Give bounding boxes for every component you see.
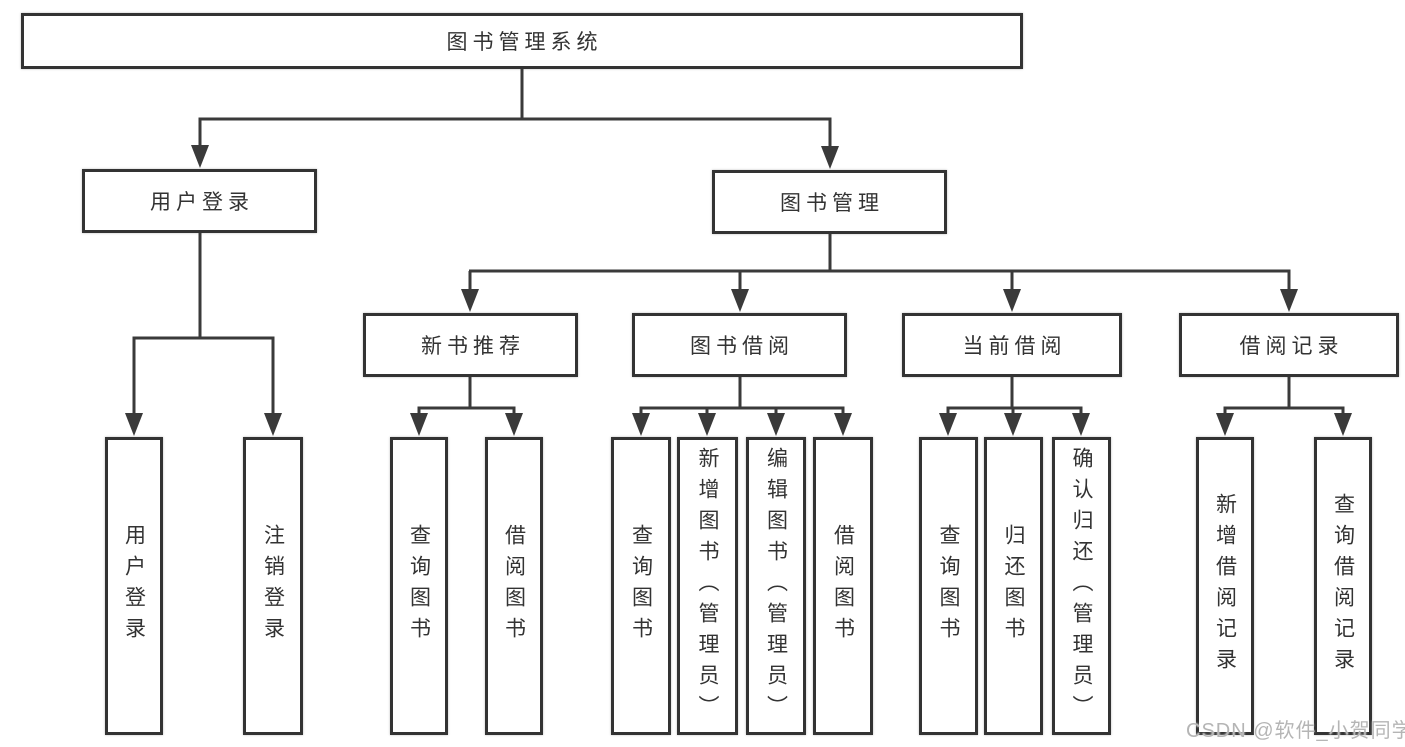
node-user-login: 用户登录 <box>82 169 317 233</box>
node-book-management-label: 图书管理 <box>780 192 884 215</box>
node-user-login-label: 用户登录 <box>150 191 254 214</box>
leaf-add-borrow-record: 新增借阅记录 <box>1196 437 1254 735</box>
watermark: CSDN @软件_小贺同学 <box>1186 720 1405 742</box>
node-current-borrow: 当前借阅 <box>902 313 1122 377</box>
leaf-confirm-return-admin: 确认归还（管理员） <box>1052 437 1111 735</box>
node-root-label: 图书管理系统 <box>446 31 603 54</box>
leaf-user-login: 用户登录 <box>105 437 163 735</box>
leaf-borrow-query-books: 查询图书 <box>611 437 671 735</box>
node-book-borrow-label: 图书借阅 <box>690 335 794 358</box>
node-root: 图书管理系统 <box>21 13 1023 69</box>
leaf-borrow-borrow-books: 借阅图书 <box>813 437 873 735</box>
node-new-book-recommend: 新书推荐 <box>363 313 578 377</box>
node-borrow-records: 借阅记录 <box>1179 313 1399 377</box>
leaf-logout-login: 注销登录 <box>243 437 303 735</box>
leaf-newbook-query-books: 查询图书 <box>390 437 448 735</box>
leaf-edit-books-admin: 编辑图书（管理员） <box>746 437 806 735</box>
node-book-management: 图书管理 <box>712 170 947 234</box>
node-new-book-recommend-label: 新书推荐 <box>421 335 525 358</box>
leaf-newbook-borrow-books: 借阅图书 <box>485 437 543 735</box>
leaf-current-query-books: 查询图书 <box>919 437 978 735</box>
leaf-add-books-admin: 新增图书（管理员） <box>677 437 738 735</box>
leaf-return-books: 归还图书 <box>984 437 1043 735</box>
node-current-borrow-label: 当前借阅 <box>962 335 1067 358</box>
leaf-query-borrow-record: 查询借阅记录 <box>1314 437 1372 735</box>
node-borrow-records-label: 借阅记录 <box>1239 335 1344 358</box>
node-book-borrow: 图书借阅 <box>632 313 847 377</box>
